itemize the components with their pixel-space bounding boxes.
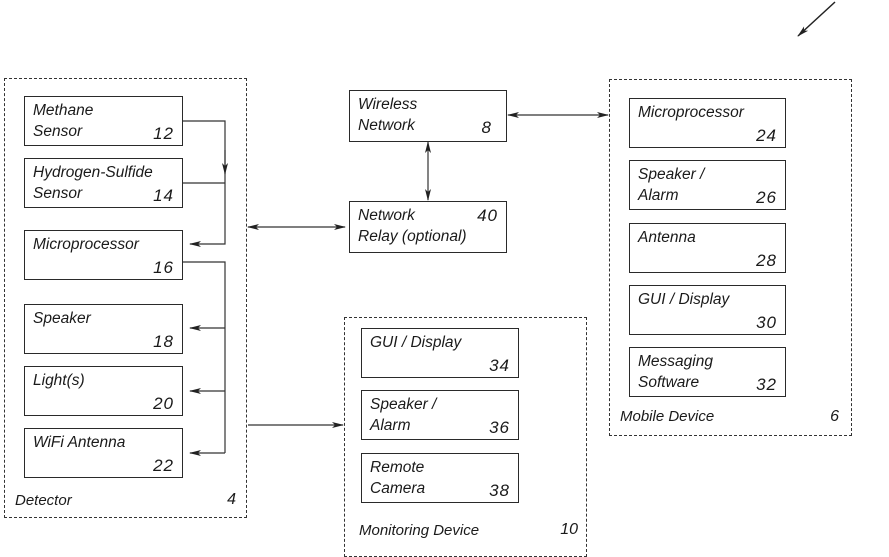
monitoring-group-label: Monitoring Device	[359, 522, 479, 539]
monitoring-gui-display-box: GUI / Display 34	[361, 328, 519, 378]
component-number: 38	[489, 480, 510, 501]
component-number: 16	[153, 257, 174, 278]
component-label: GUI / Display	[370, 332, 461, 353]
component-number: 14	[153, 185, 174, 206]
component-label: Remote Camera	[370, 457, 425, 499]
component-number: 36	[489, 417, 510, 438]
component-number: 26	[756, 187, 777, 208]
component-label: Light(s)	[33, 370, 85, 391]
mobile-speaker-alarm-box: Speaker / Alarm 26	[629, 160, 786, 210]
component-number: 32	[756, 374, 777, 395]
component-label: Messaging Software	[638, 351, 713, 393]
component-number: 34	[489, 355, 510, 376]
component-number: 24	[756, 125, 777, 146]
speaker-box: Speaker 18	[24, 304, 183, 354]
mobile-microprocessor-box: Microprocessor 24	[629, 98, 786, 148]
component-number: 28	[756, 250, 777, 271]
component-number: 20	[153, 393, 174, 414]
remote-camera-box: Remote Camera 38	[361, 453, 519, 503]
component-number: 18	[153, 331, 174, 352]
component-label: Antenna	[638, 227, 696, 248]
component-label: Microprocessor	[33, 234, 139, 255]
component-number: 30	[756, 312, 777, 333]
component-label: Microprocessor	[638, 102, 744, 123]
lights-box: Light(s) 20	[24, 366, 183, 416]
mobile-antenna-box: Antenna 28	[629, 223, 786, 273]
component-label: Network Relay (optional)	[358, 205, 467, 247]
component-number: 8	[482, 117, 492, 138]
component-label: Speaker	[33, 308, 91, 329]
component-label: WiFi Antenna	[33, 432, 125, 453]
component-label: Methane Sensor	[33, 100, 93, 142]
network-relay-box: Network Relay (optional) 40	[349, 201, 507, 253]
mobile-gui-display-box: GUI / Display 30	[629, 285, 786, 335]
component-label: Speaker / Alarm	[370, 394, 436, 436]
monitoring-speaker-alarm-box: Speaker / Alarm 36	[361, 390, 519, 440]
component-number: 22	[153, 455, 174, 476]
messaging-software-box: Messaging Software 32	[629, 347, 786, 397]
mobile-group-number: 6	[830, 408, 839, 426]
component-label: Hydrogen-Sulfide Sensor	[33, 162, 153, 204]
wireless-network-box: Wireless Network 8	[349, 90, 507, 142]
detector-group-label: Detector	[15, 492, 72, 509]
figure-pointer-arrow	[798, 2, 835, 36]
component-label: Wireless Network	[358, 94, 417, 136]
detector-microprocessor-box: Microprocessor 16	[24, 230, 183, 280]
component-label: GUI / Display	[638, 289, 729, 310]
detector-group-number: 4	[227, 491, 236, 509]
monitoring-group-number: 10	[560, 521, 578, 539]
mobile-group-label: Mobile Device	[620, 408, 714, 425]
component-number: 40	[477, 205, 498, 226]
component-label: Speaker / Alarm	[638, 164, 704, 206]
hydrogen-sulfide-sensor-box: Hydrogen-Sulfide Sensor 14	[24, 158, 183, 208]
methane-sensor-box: Methane Sensor 12	[24, 96, 183, 146]
wifi-antenna-box: WiFi Antenna 22	[24, 428, 183, 478]
component-number: 12	[153, 123, 174, 144]
